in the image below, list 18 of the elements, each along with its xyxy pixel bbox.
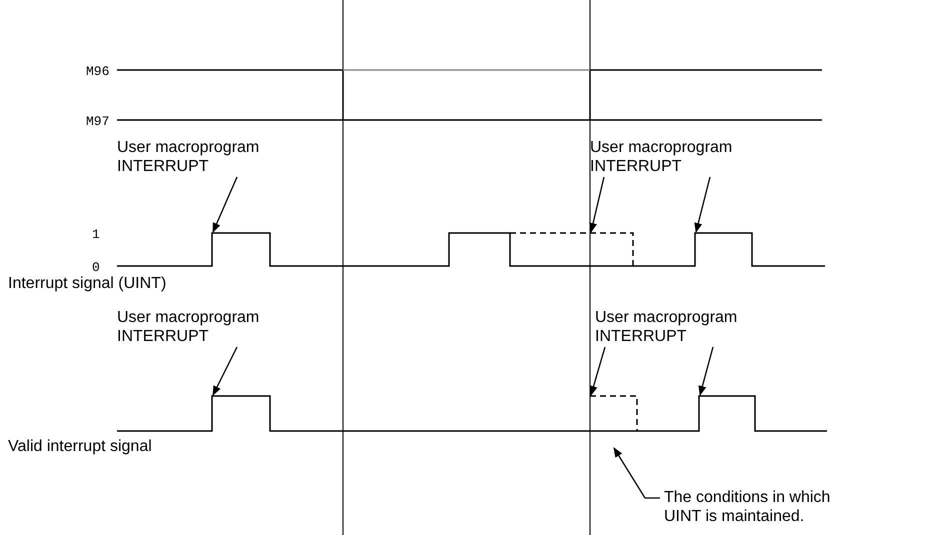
signal-name: M96 (86, 63, 110, 81)
level-label: 1 (92, 226, 100, 244)
level-label: 0 (92, 259, 100, 276)
leader-line (694, 176, 711, 233)
leader-line (613, 447, 660, 499)
leader-line (212, 346, 238, 396)
leader-line (212, 176, 238, 233)
leader-line (590, 346, 606, 396)
signal-name: Valid interrupt signal (8, 437, 152, 456)
leader-line (589, 176, 605, 233)
callout-text: User macroprogram INTERRUPT (117, 138, 277, 176)
signal-name: Interrupt signal (UINT) (8, 274, 166, 293)
callout-text: User macroprogram INTERRUPT (590, 138, 750, 176)
callout-text: The conditions in which UINT is maintained. (664, 488, 839, 526)
callout-text: User macroprogram INTERRUPT (117, 308, 277, 346)
leader-line (698, 346, 714, 396)
signal-name: M97 (86, 113, 110, 131)
callout-text: User macroprogram INTERRUPT (595, 308, 755, 346)
